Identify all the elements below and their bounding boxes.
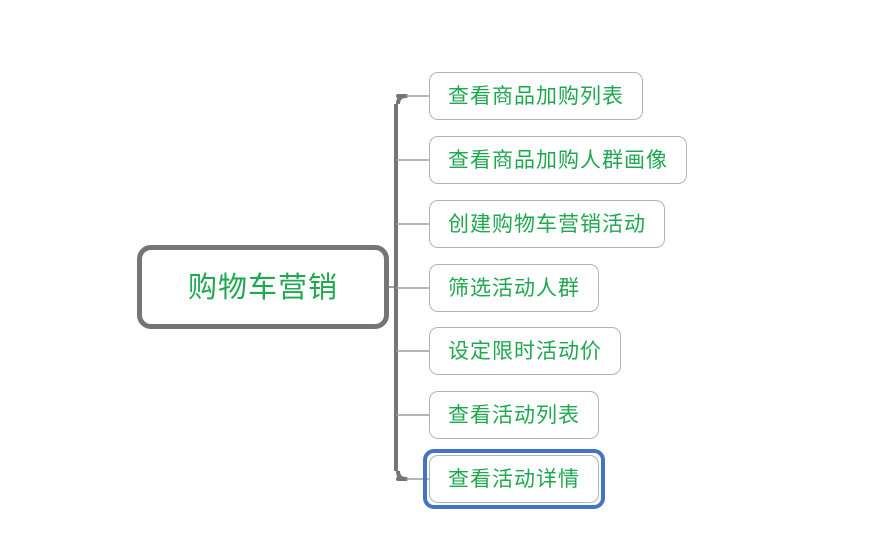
child-node-4[interactable]: 筛选活动人群 bbox=[429, 264, 599, 312]
child-node-3[interactable]: 创建购物车营销活动 bbox=[429, 200, 665, 248]
child-node-label: 查看活动列表 bbox=[448, 402, 580, 427]
child-node-label: 筛选活动人群 bbox=[448, 275, 580, 300]
trunk-spine bbox=[394, 94, 407, 481]
child-node-label: 设定限时活动价 bbox=[448, 338, 602, 363]
root-node-label: 购物车营销 bbox=[187, 269, 338, 304]
child-node-5[interactable]: 设定限时活动价 bbox=[429, 327, 621, 375]
child-node-2[interactable]: 查看商品加购人群画像 bbox=[429, 136, 687, 184]
child-node-1[interactable]: 查看商品加购列表 bbox=[429, 72, 643, 120]
child-node-label: 查看活动详情 bbox=[448, 466, 580, 491]
root-node[interactable]: 购物车营销 bbox=[137, 245, 389, 329]
child-node-label: 查看商品加购人群画像 bbox=[448, 147, 668, 172]
child-node-label: 创建购物车营销活动 bbox=[448, 211, 646, 236]
child-node-label: 查看商品加购列表 bbox=[448, 83, 624, 108]
child-node-6[interactable]: 查看活动列表 bbox=[429, 391, 599, 439]
child-node-7[interactable]: 查看活动详情 bbox=[429, 455, 599, 503]
trunk-line bbox=[396, 94, 408, 481]
branch-stubs bbox=[396, 95, 429, 480]
